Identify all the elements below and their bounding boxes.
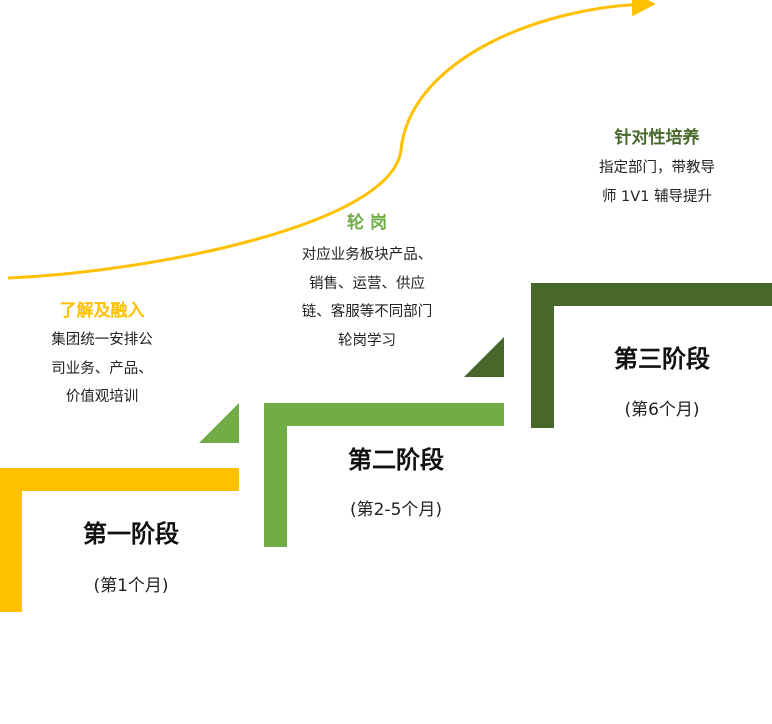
stage3-heading: 针对性培养 [614, 128, 700, 148]
stage1-title: 第一阶段 [83, 520, 179, 548]
stage1-bracket-side [0, 468, 22, 612]
stage1-desc: 集团统一安排公 司业务、产品、 价值观培训 [51, 326, 153, 412]
stage2-period: (第2-5个月) [349, 500, 443, 520]
stage1-bracket-top [0, 468, 239, 491]
stage3-period: (第6个月) [624, 400, 700, 420]
desc-line: 师 1V1 辅导提升 [601, 188, 713, 205]
desc-line: 对应业务板块产品、 [301, 247, 433, 263]
desc-line: 轮岗学习 [338, 332, 396, 349]
desc-line: 链、客服等不同部门 [301, 304, 433, 320]
stage2-step-triangle [464, 337, 504, 377]
stage2-title: 第二阶段 [348, 446, 444, 474]
desc-line: 销售、运营、供应 [309, 275, 425, 292]
stage3-title: 第三阶段 [614, 345, 710, 373]
stage1-heading: 了解及融入 [59, 301, 145, 321]
stage3-desc: 指定部门，带教导 师 1V1 辅导提升 [599, 154, 715, 211]
stage2-bracket-side [264, 403, 287, 547]
stage2-desc: 对应业务板块产品、 销售、运营、供应 链、客服等不同部门 轮岗学习 [302, 241, 433, 355]
desc-line: 司业务、产品、 [51, 360, 153, 377]
stage1-period: (第1个月) [93, 576, 169, 596]
desc-line: 价值观培训 [65, 389, 139, 405]
desc-line: 指定部门，带教导 [599, 160, 715, 176]
stage3-bracket-side [531, 283, 554, 428]
stage3-bracket-top [531, 283, 772, 306]
desc-line: 集团统一安排公 [51, 332, 153, 348]
stage2-heading: 轮 岗 [347, 213, 387, 233]
stage1-step-triangle [199, 403, 239, 443]
growth-arrow [7, 0, 656, 280]
stage2-bracket-top [264, 403, 504, 426]
